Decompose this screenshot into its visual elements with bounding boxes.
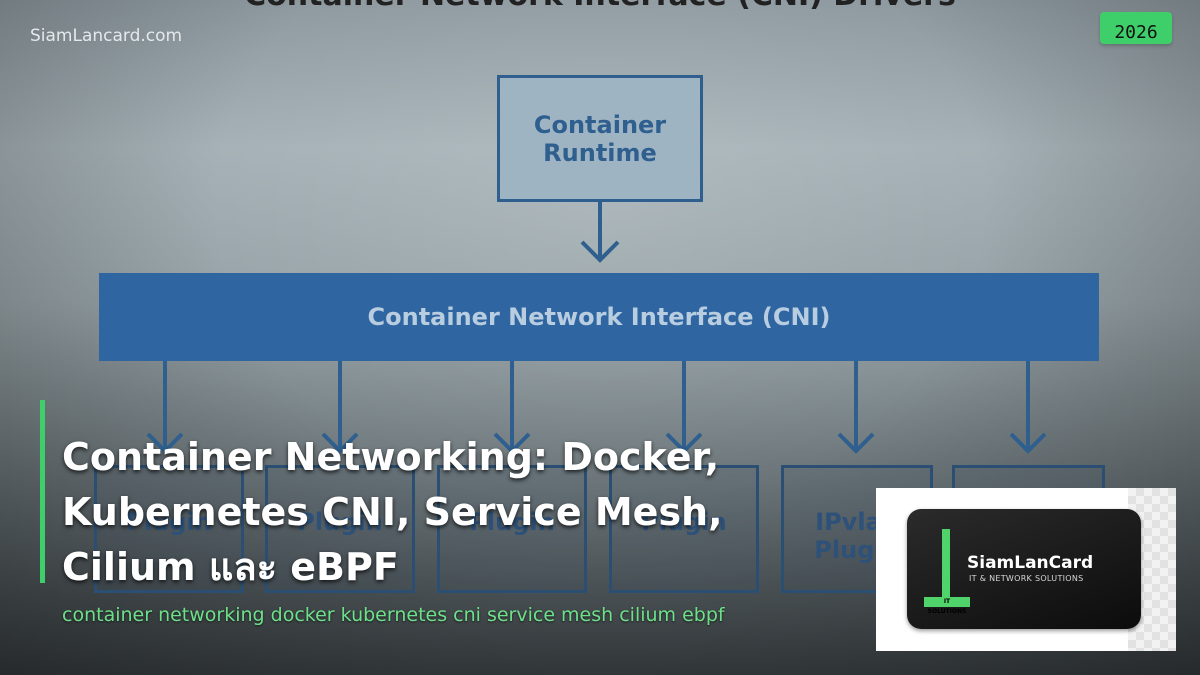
logo-card: IT SOLUTIONS SiamLanCard IT & NETWORK SO… <box>907 509 1141 629</box>
headline-line-2: Kubernetes CNI, Service Mesh, <box>62 490 723 534</box>
logo-tagline: IT & NETWORK SOLUTIONS <box>969 574 1084 583</box>
arrow-cni-to-plugin-4-head <box>665 432 703 454</box>
plugin-label: Plugin <box>641 508 727 536</box>
diagram-title: Container Network Interface (CNI) Driver… <box>0 0 1200 13</box>
plugin-label: Plugin <box>469 508 555 536</box>
arrow-cni-to-plugin-6-head <box>1009 432 1047 454</box>
article-headline: Container Networking: Docker, Kubernetes… <box>62 430 782 595</box>
plugin-box-1: Plugin <box>94 465 244 593</box>
year-badge: 2026 <box>1100 12 1172 44</box>
headline-line-3: Cilium และ eBPF <box>62 545 399 589</box>
plugin-label: Plugin <box>126 508 212 536</box>
container-runtime-label: Container Runtime <box>533 110 667 167</box>
siamlancard-logo: IT SOLUTIONS SiamLanCard IT & NETWORK SO… <box>876 488 1176 651</box>
plugin-label: Plugin <box>297 508 383 536</box>
arrow-cni-to-plugin-2-head <box>321 432 359 454</box>
container-runtime-box: Container Runtime <box>497 75 703 202</box>
headline-accent-bar <box>40 400 45 583</box>
keyword-subline: container networking docker kubernetes c… <box>62 604 725 626</box>
plugin-box-4: Plugin <box>609 465 759 593</box>
logo-badge: IT SOLUTIONS <box>924 597 970 615</box>
arrow-cni-to-plugin-5-head <box>837 432 875 454</box>
cni-bar-label: Container Network Interface (CNI) <box>367 303 831 331</box>
cni-bar: Container Network Interface (CNI) <box>99 273 1099 361</box>
logo-name: SiamLanCard <box>967 553 1094 573</box>
arrow-cni-to-plugin-1-head <box>146 432 184 454</box>
logo-pillar-icon <box>942 529 950 603</box>
plugin-box-2: Plugin <box>265 465 415 593</box>
arrow-runtime-to-cni-head <box>580 240 620 263</box>
arrow-cni-to-plugin-3-head <box>493 432 531 454</box>
site-watermark: SiamLancard.com <box>30 26 183 46</box>
headline-line-1: Container Networking: Docker, <box>62 435 720 479</box>
plugin-box-3: Plugin <box>437 465 587 593</box>
